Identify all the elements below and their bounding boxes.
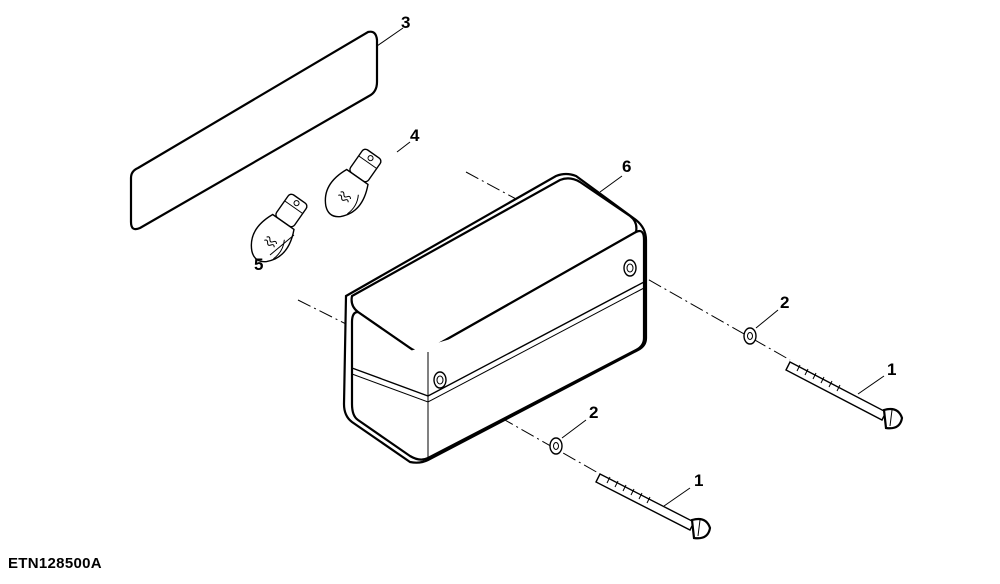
leader-line-1-left xyxy=(663,487,691,507)
screw-right-part xyxy=(785,361,904,430)
washer-right-part xyxy=(743,327,757,345)
bulb-lower-part xyxy=(250,193,308,263)
callout-6: 6 xyxy=(622,157,632,176)
leader-line-3 xyxy=(376,27,404,47)
centre-line-left xyxy=(297,299,351,327)
figure-id-label: ETN128500A xyxy=(8,555,102,572)
bulb-upper-part xyxy=(324,148,382,218)
lens-cover-part xyxy=(129,30,379,231)
lamp-housing-part xyxy=(342,172,648,464)
leader-line-2-right xyxy=(755,309,779,329)
centre-line-right-bolt xyxy=(627,267,791,361)
callout-4: 4 xyxy=(410,126,420,145)
leader-line-1-right xyxy=(857,375,885,395)
washer-left-part xyxy=(549,437,563,455)
leader-line-5 xyxy=(269,234,295,256)
leader-line-2-left xyxy=(561,419,587,439)
screw-left-part xyxy=(595,473,712,540)
callout-2-right: 2 xyxy=(780,293,790,312)
callout-1-left: 1 xyxy=(694,471,704,490)
leader-line-4 xyxy=(396,141,411,153)
callout-5: 5 xyxy=(254,255,264,274)
callout-2-left: 2 xyxy=(589,403,599,422)
callout-3: 3 xyxy=(401,13,411,32)
centre-line-upper xyxy=(465,171,519,201)
leader-line-6 xyxy=(599,175,623,193)
callout-1-right: 1 xyxy=(887,360,897,379)
